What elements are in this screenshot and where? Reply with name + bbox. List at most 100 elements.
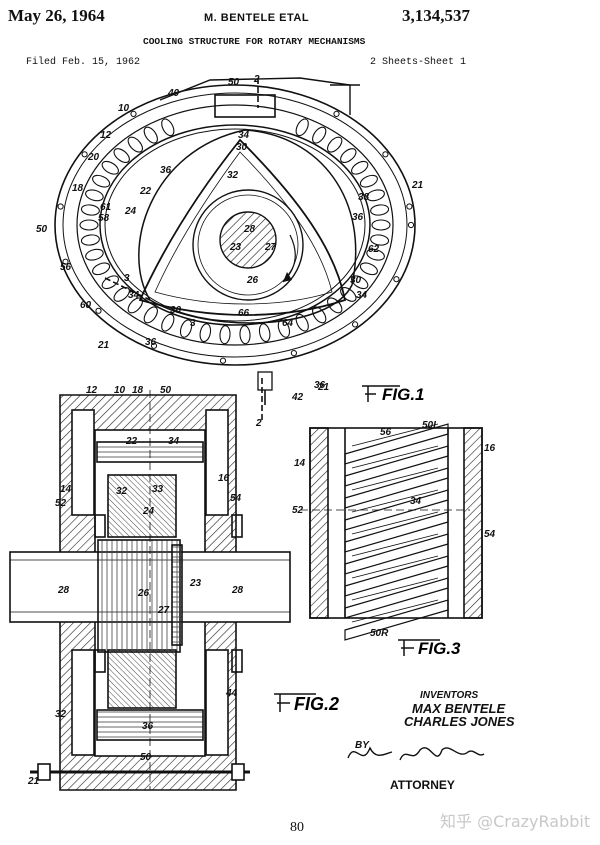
coolant-passage <box>92 262 111 276</box>
coolant-passage <box>127 297 143 314</box>
fig1-ref-numeral: 62 <box>368 244 380 255</box>
fig1-ref-numeral: 32 <box>227 170 239 181</box>
coolant-passage <box>258 323 271 343</box>
inventor-2: CHARLES JONES <box>404 714 515 729</box>
fig1-ref-numeral: 28 <box>244 224 256 235</box>
fig2-ref-numeral: 32 <box>55 709 67 720</box>
coolant-passage <box>340 286 357 302</box>
fig1-ref-numeral: 10 <box>118 103 130 114</box>
fig1-ref-numeral: 24 <box>125 206 137 217</box>
fig2-ref-numeral: 36 <box>142 721 154 732</box>
fig3-vanes <box>344 423 449 641</box>
housing-bolt <box>407 221 415 229</box>
coolant-passage <box>101 160 119 175</box>
coolant-passage <box>85 248 104 261</box>
housing-bolt <box>130 110 137 118</box>
coolant-passage <box>351 275 369 290</box>
fig2-ref-numeral: 22 <box>126 436 138 447</box>
housing-bolt <box>406 203 413 210</box>
fig1-ref-numeral: 36 <box>160 165 172 176</box>
fig2-ref-numeral: 28 <box>232 585 244 596</box>
coolant-passage <box>359 174 378 188</box>
fig2-ref-numeral: 50 <box>140 752 152 763</box>
fig1-ref-numeral: 34 <box>238 130 250 141</box>
housing-bolt <box>352 321 359 328</box>
fig1-ref-numeral: 30 <box>350 275 362 286</box>
fig2-drawing <box>9 390 291 791</box>
fig1-caption-text: FIG.1 <box>382 385 425 404</box>
filed-date: Filed Feb. 15, 1962 <box>26 57 141 68</box>
flow-vane <box>344 599 449 641</box>
flow-arrow <box>351 511 439 535</box>
housing-bolt <box>290 350 297 357</box>
fig2-ref-numeral: 21 <box>28 776 40 787</box>
fig2-ref-numeral: 34 <box>168 436 180 447</box>
housing-bolt <box>393 276 400 283</box>
attorney-signature <box>347 746 485 761</box>
coolant-passage <box>113 286 130 302</box>
housing-bolt <box>62 258 69 265</box>
flow-vane <box>344 423 449 465</box>
coolant-passage <box>371 219 391 231</box>
coolant-passage <box>295 313 309 332</box>
coolant-passage <box>312 126 327 144</box>
attorney-label: ATTORNEY <box>390 778 455 792</box>
fig1-ref-numeral: 64 <box>282 318 294 329</box>
fig1-ref-numeral: 38 <box>358 192 370 203</box>
coolant-passage <box>92 174 111 188</box>
fig2-ref-numeral: 28 <box>58 585 70 596</box>
flow-vane <box>344 489 449 531</box>
coolant-passage <box>179 319 193 338</box>
housing-bolt <box>150 342 158 349</box>
coolant-passage <box>351 160 369 175</box>
fig2-ref-numeral: 10 <box>114 385 126 396</box>
fig2-ref-numeral: 44 <box>226 688 238 699</box>
fig2-ref-numeral: 14 <box>60 484 72 495</box>
flow-vane <box>344 533 449 575</box>
coolant-passage <box>80 234 100 246</box>
fig1-ref-numeral: 30 <box>236 142 248 153</box>
housing-bolt <box>219 357 227 364</box>
flow-arrow <box>351 445 439 469</box>
fig1-ref-numeral: 34 <box>356 290 368 301</box>
coolant-passage <box>143 126 158 144</box>
fig1-ref-numeral: 66 <box>238 308 250 319</box>
fig2-ref-numeral: 27 <box>158 605 170 616</box>
fig1-ref-numeral: 18 <box>72 183 84 194</box>
flow-vane <box>344 445 449 487</box>
fig3-ref-numeral: 14 <box>294 458 306 469</box>
fig3-ref-numeral: 34 <box>410 496 422 507</box>
fig2-caption-text: FIG.2 <box>294 694 339 714</box>
flow-arrow <box>351 599 439 623</box>
flow-arrow <box>351 555 439 579</box>
fig1-ref-numeral: 36 <box>352 212 364 223</box>
fig1-ref-numeral: 3 <box>190 318 196 329</box>
fig1-ref-numeral: 50 <box>228 77 240 88</box>
flow-arrow <box>351 577 439 601</box>
flow-vane <box>344 555 449 597</box>
fig1-ref-numeral: 22 <box>140 186 152 197</box>
fig1-ref-numeral: 42 <box>292 392 304 403</box>
fig2-ref-numeral: 50 <box>160 385 172 396</box>
fig1-ref-numeral: 23 <box>230 242 242 253</box>
fig2-ref-numeral: 12 <box>86 385 98 396</box>
coolant-passage <box>370 204 390 216</box>
housing-bolt <box>57 203 64 210</box>
fig1-ref-numeral: 2 <box>254 74 260 85</box>
fig3-ref-numeral: 16 <box>484 443 496 454</box>
fig1-ref-numeral: 40 <box>168 88 180 99</box>
coolant-passage <box>277 319 291 338</box>
fig1-ref-numeral: 58 <box>98 213 110 224</box>
fig2-ref-numeral: 16 <box>218 473 230 484</box>
fig2-ref-numeral: 33 <box>152 484 164 495</box>
flow-vane <box>344 511 449 553</box>
flow-arrow <box>351 423 439 447</box>
fig1-ref-numeral: 34 <box>128 290 140 301</box>
fig1-ref-numeral: 36 <box>314 380 326 391</box>
coolant-passage <box>366 189 385 202</box>
fig1-ref-numeral: 20 <box>88 152 100 163</box>
fig1-drawing <box>54 77 416 420</box>
fig2-ref-numeral: 52 <box>55 498 67 509</box>
coolant-passage <box>219 325 231 345</box>
